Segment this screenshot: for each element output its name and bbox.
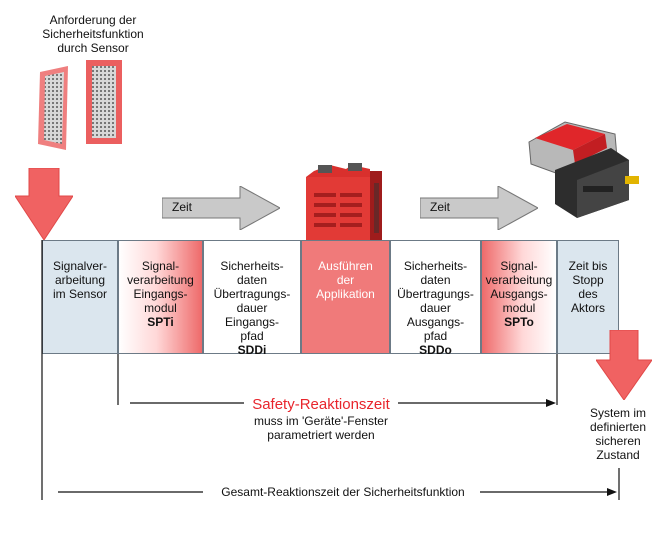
sensor-left-panel — [38, 66, 68, 150]
sensor-caption: Anforderung der Sicherheitsfunktion durc… — [42, 13, 144, 55]
safe-state-arrow — [596, 330, 652, 400]
safety-reaction-title: Safety-Reaktionszeit — [252, 396, 390, 413]
segment-sensor-processing: Signalver- arbeitung im Sensor — [42, 240, 118, 354]
light-curtain-sensor-image — [38, 60, 122, 150]
time-arrow-2 — [420, 186, 538, 230]
segment-actuator-stop: Zeit bis Stopp des Aktors — [557, 240, 619, 354]
segment-application: Ausführen der Applikation — [301, 240, 390, 354]
time-label-2: Zeit — [430, 200, 451, 214]
time-label-1: Zeit — [172, 200, 193, 214]
safety-reaction-subtitle: muss im 'Geräte'-Fenster parametriert we… — [254, 414, 388, 442]
safety-controller-image — [306, 163, 382, 241]
segment-sddi: Sicherheits- daten Übertragungs- dauer E… — [203, 240, 301, 357]
segment-sddo: Sicherheits- daten Übertragungs- dauer A… — [390, 240, 481, 357]
sensor-right-panel — [86, 60, 122, 144]
time-arrow-1 — [162, 186, 280, 230]
total-reaction-label: Gesamt-Reaktionszeit der Sicherheitsfunk… — [221, 485, 465, 499]
servo-drive-motor-image — [528, 121, 639, 218]
safe-state-label: System im definierten sicheren Zustand — [589, 406, 647, 462]
sensor-trigger-arrow — [15, 168, 73, 240]
